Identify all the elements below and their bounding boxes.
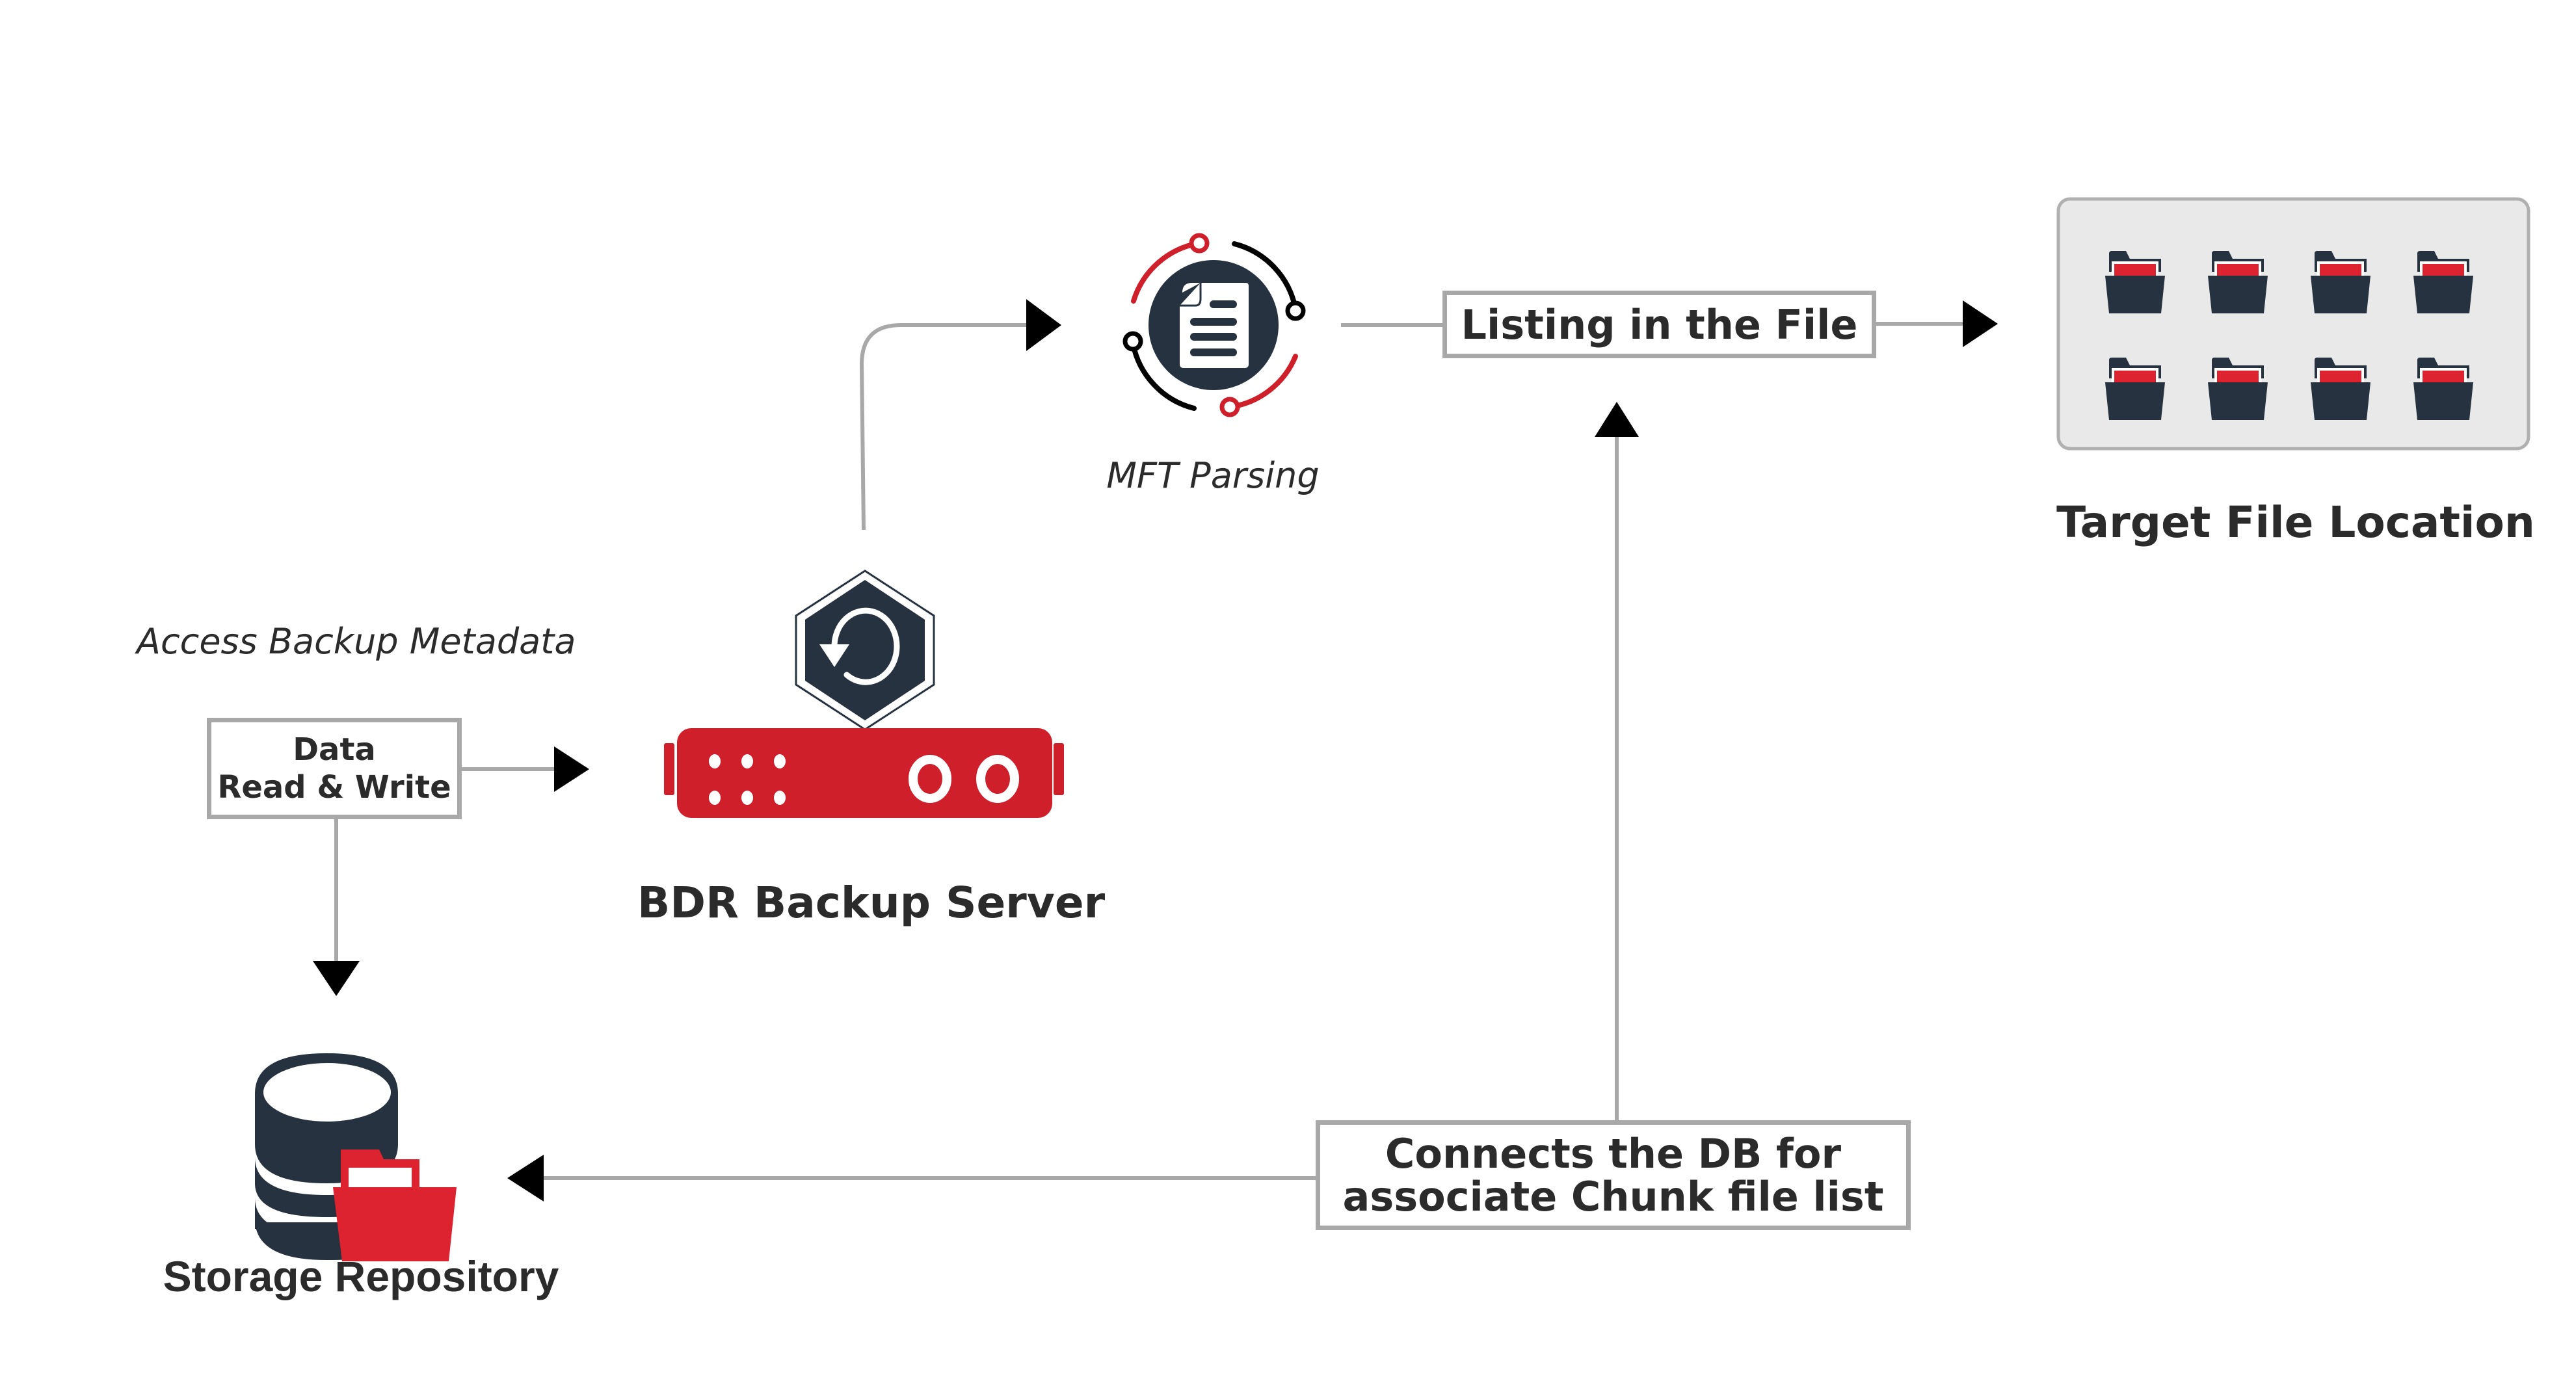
connector-listing-to-target bbox=[1876, 300, 1998, 347]
connects-db-box: Connects the DB for associate Chunk file… bbox=[1316, 1120, 1911, 1230]
database-folder-icon bbox=[255, 1053, 457, 1261]
connector-rw-to-storage bbox=[313, 819, 360, 996]
document-cycle-icon bbox=[1122, 233, 1306, 417]
storage-repository-label: Storage Repository bbox=[163, 1252, 559, 1300]
listing-in-file-label: Listing in the File bbox=[1461, 300, 1858, 348]
listing-in-file-box: Listing in the File bbox=[1442, 291, 1876, 358]
data-read-write-line2: Read & Write bbox=[217, 769, 451, 806]
data-read-write-line1: Data bbox=[293, 731, 376, 768]
connector-server-to-mft bbox=[859, 299, 1061, 531]
connector-rw-to-server bbox=[462, 746, 589, 792]
connector-connects-to-storage bbox=[507, 1155, 1316, 1202]
server-backup-icon bbox=[664, 570, 1064, 818]
folder-grid-icon bbox=[2056, 197, 2530, 451]
target-file-location-label: Target File Location bbox=[2056, 497, 2535, 547]
connector-connects-to-listing bbox=[1595, 402, 1639, 1120]
bdr-backup-server-label: BDR Backup Server bbox=[637, 878, 1106, 928]
data-read-write-box: Data Read & Write bbox=[207, 718, 462, 819]
hexagon-restore-icon bbox=[795, 570, 935, 731]
connects-db-line1: Connects the DB for bbox=[1385, 1129, 1842, 1177]
mft-parsing-label: MFT Parsing bbox=[1106, 455, 1320, 496]
access-backup-metadata-label: Access Backup Metadata bbox=[137, 621, 576, 662]
connects-db-line2: associate Chunk file list bbox=[1342, 1172, 1884, 1220]
